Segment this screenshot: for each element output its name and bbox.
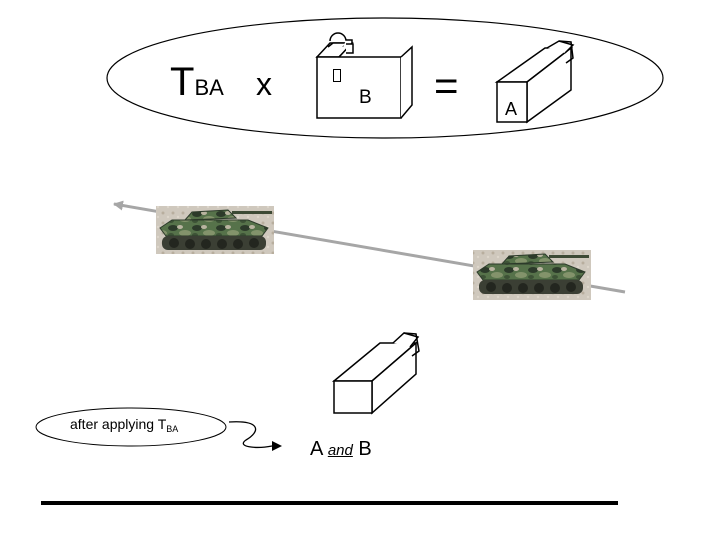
callout-subscript: BA: [166, 424, 179, 434]
box-b-glyph: [333, 69, 341, 82]
box-a-icon: [494, 40, 575, 124]
result-right: B: [358, 438, 372, 460]
result-label: A and B: [310, 438, 372, 461]
tank-image-right: [473, 250, 591, 300]
equals-sign: =: [434, 62, 459, 109]
bottom-rule: [41, 501, 618, 505]
equation-ellipse: [106, 17, 664, 139]
box-b-icon: [315, 32, 413, 119]
callout-text: after applying TBA: [70, 416, 178, 434]
tank-image-left: [156, 206, 274, 254]
callout-main: after applying T: [70, 416, 167, 432]
squiggle-arrowhead: [272, 441, 282, 451]
result-left: A: [310, 438, 323, 460]
transform-subscript: BA: [194, 75, 224, 100]
box-a-label: A: [505, 99, 518, 119]
transform-symbol: T: [170, 60, 195, 104]
result-conjunction: and: [327, 442, 353, 459]
squiggle-arrow: [228, 421, 273, 448]
aligned-box-icon: [331, 332, 420, 415]
callout-ellipse: [35, 407, 227, 447]
multiply-sign: x: [256, 66, 272, 102]
transform-label: TBA: [170, 62, 224, 108]
box-b-label: B: [359, 87, 372, 108]
